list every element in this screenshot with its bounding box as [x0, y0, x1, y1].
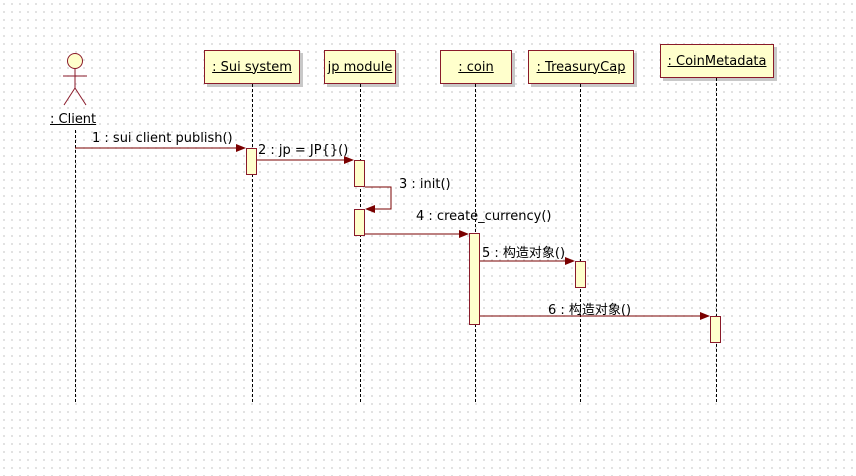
lifeline-client [75, 130, 76, 402]
activation-jp-module-1 [354, 160, 365, 187]
activation-jp-module-2 [354, 209, 365, 236]
message-5-label: 5 : 构造对象() [482, 246, 566, 261]
object-coinmetadata[interactable]: : CoinMetadata [660, 44, 774, 78]
activation-treasurycap [575, 261, 586, 288]
object-treasurycap-label: : TreasuryCap [536, 59, 626, 75]
object-coin-label: : coin [458, 59, 494, 75]
object-treasurycap[interactable]: : TreasuryCap [528, 50, 634, 84]
lifeline-treasurycap [580, 84, 581, 402]
message-6-label: 6 : 构造对象() [548, 303, 632, 318]
lifeline-coinmetadata [716, 78, 717, 402]
message-4-label: 4 : create_currency() [416, 209, 552, 224]
object-sui-system[interactable]: : Sui system [204, 50, 300, 84]
object-coin[interactable]: : coin [440, 50, 512, 84]
lifeline-sui-system [252, 84, 253, 402]
object-coinmetadata-label: : CoinMetadata [667, 53, 767, 69]
actor-client-icon[interactable] [58, 50, 92, 108]
object-jp-module-label: jp module [327, 59, 393, 75]
object-sui-system-label: : Sui system [212, 59, 292, 75]
object-jp-module[interactable]: jp module [324, 50, 396, 84]
activation-sui-system [246, 148, 257, 175]
message-2-label: 2 : jp = JP{}() [258, 143, 349, 158]
lifeline-jp-module [360, 84, 361, 402]
activation-coin [469, 233, 480, 325]
message-3-label: 3 : init() [399, 177, 451, 192]
message-1-label: 1 : sui client publish() [92, 131, 233, 146]
activation-coinmetadata [710, 316, 721, 343]
actor-client-label: : Client [50, 112, 97, 127]
message-3-arrow[interactable] [365, 186, 392, 213]
